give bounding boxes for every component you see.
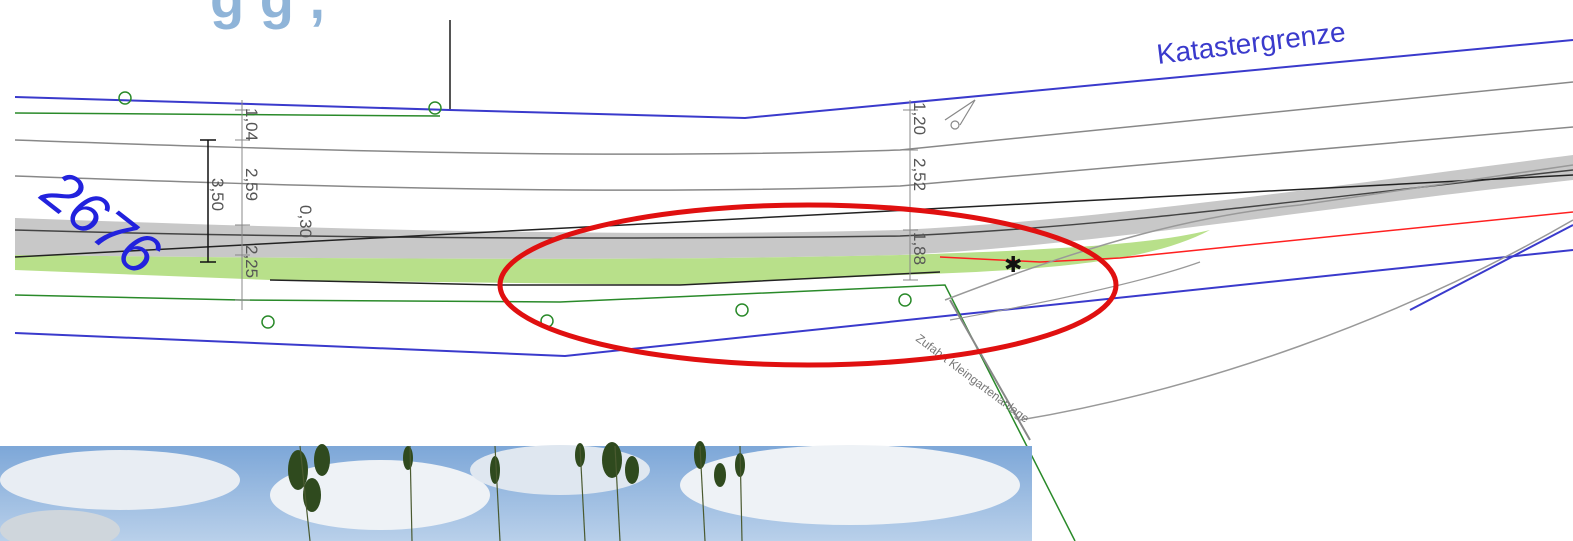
green-strip	[15, 230, 1210, 285]
highlight-ellipse	[497, 202, 1119, 368]
dim-center: 0,30	[296, 205, 315, 238]
grey-curve-2	[1019, 219, 1573, 421]
grey-line-1	[14, 81, 1573, 155]
dim-right-mid: 2,52	[910, 158, 929, 191]
driveway-line	[949, 299, 1031, 441]
title-fragment: g g ,	[210, 0, 325, 30]
grey-line-2	[14, 126, 1573, 191]
dim-right-top: 1,20	[910, 102, 929, 135]
dim-right-bottom: 1,88	[910, 232, 929, 265]
cadastral-boundary-label: Katastergrenze	[1155, 16, 1347, 70]
cadastral-boundary-bottom	[14, 249, 1573, 358]
road-edge-black	[14, 174, 1573, 258]
dimension-350	[200, 139, 216, 263]
green-strip-edge	[269, 271, 941, 286]
dim-left-bottom: 2,25	[242, 245, 261, 278]
grey-curve-3	[949, 261, 1201, 321]
dim-left-total: 3,50	[208, 178, 227, 211]
cadastral-boundary-diagonal	[1409, 224, 1573, 311]
tree-symbols	[118, 91, 912, 329]
photo-trees-sky	[0, 441, 1032, 541]
symbol-marker	[944, 99, 976, 130]
red-line	[939, 211, 1573, 263]
dim-left-mid: 2,59	[242, 168, 261, 201]
grey-curve-1	[944, 164, 1573, 301]
grey-band	[15, 155, 1573, 259]
cross-marker-icon: ✱	[1004, 253, 1022, 278]
road-edge-line	[14, 169, 1573, 239]
green-line-bottom	[14, 284, 1076, 541]
cadastral-boundary-top	[14, 39, 1573, 120]
dim-left-top: 1,04	[242, 108, 261, 141]
green-line-top	[14, 112, 441, 117]
dimension-lines	[235, 100, 918, 310]
